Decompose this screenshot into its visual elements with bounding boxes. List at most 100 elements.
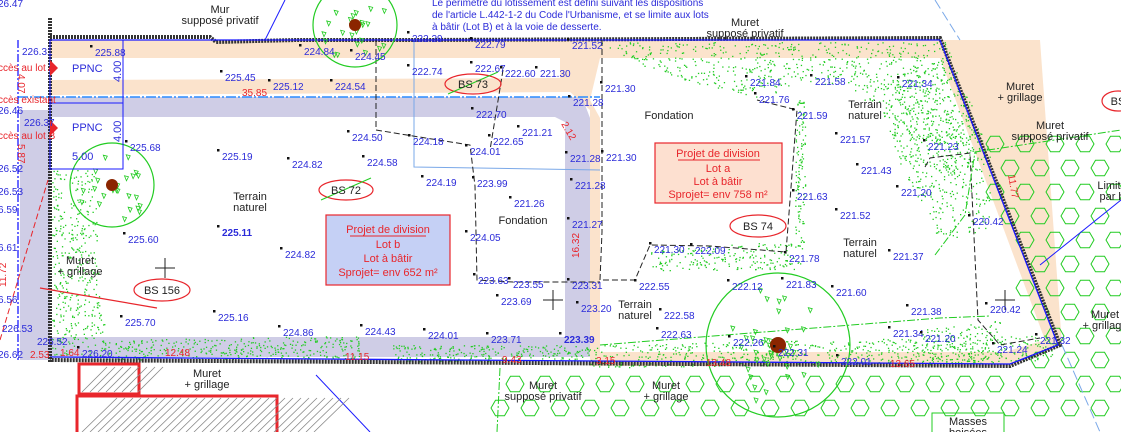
survey-point-icon [496, 294, 499, 297]
vegetation-dot [778, 246, 780, 248]
parcel-label[interactable]: BS 74 [729, 214, 787, 238]
vegetation-dot [935, 136, 937, 138]
vegetation-dot [87, 213, 89, 216]
vegetation-dot [998, 360, 1000, 362]
parcel-label[interactable]: BS 73 [444, 71, 502, 95]
vegetation-dot [969, 101, 971, 103]
vegetation-dot [976, 198, 978, 200]
vegetation-dot [795, 246, 797, 248]
vegetation-dot [897, 124, 899, 127]
vegetation-dot [708, 254, 710, 256]
vegetation-dot [935, 148, 937, 150]
vegetation-dot [783, 353, 785, 355]
vegetation-dot [705, 250, 708, 252]
vegetation-dot [990, 353, 992, 355]
vegetation-dot [810, 80, 812, 83]
vegetation-dot [990, 339, 992, 341]
vegetation-dot [739, 52, 741, 55]
vegetation-dot [728, 58, 730, 60]
vegetation-dot [947, 340, 949, 343]
parcel-label[interactable]: BS 156 [133, 278, 191, 302]
vegetation-dot [720, 57, 722, 59]
vegetation-dot [90, 277, 92, 279]
survey-point-icon [568, 95, 571, 98]
vegetation-dot [144, 355, 147, 357]
survey-point-icon [784, 251, 787, 254]
vegetation-dot [671, 255, 673, 257]
vegetation-dot [924, 163, 927, 165]
vegetation-dot [866, 76, 868, 78]
survey-point-icon [856, 163, 859, 166]
vegetation-dot [767, 357, 769, 359]
vegetation-dot [641, 356, 643, 358]
parcel-ellipse [133, 278, 191, 302]
vegetation-dot [964, 345, 966, 347]
vegetation-dot [762, 54, 764, 56]
vegetation-dot [679, 43, 681, 45]
spot-height: 223.71 [491, 335, 522, 346]
vegetation-dot [94, 344, 97, 346]
vegetation-dot [792, 58, 795, 61]
lot-b-box[interactable]: Projet de division Lot b Lot à bâtir Spr… [325, 214, 451, 286]
vegetation-dot [913, 96, 915, 98]
vegetation-dot [978, 198, 980, 200]
vegetation-dot [96, 273, 98, 275]
vegetation-dot [970, 190, 972, 192]
vegetation-dot [71, 294, 73, 296]
vegetation-dot [711, 47, 713, 49]
vegetation-dot [943, 140, 945, 143]
vegetation-dot [700, 250, 703, 252]
vegetation-dot [702, 46, 704, 48]
vegetation-dot [929, 112, 932, 114]
vegetation-dot [664, 65, 666, 67]
vegetation-dot [975, 152, 977, 154]
vegetation-dot [948, 78, 950, 81]
parcel-label[interactable]: BS 72 [318, 177, 374, 201]
hexagon-hatch [1030, 255, 1050, 273]
vegetation-dot [895, 118, 897, 120]
vegetation-dot [648, 49, 651, 51]
vegetation-dot [950, 112, 952, 114]
vegetation-dot [993, 335, 996, 337]
vegetation-dot [241, 349, 243, 351]
vegetation-dot [917, 176, 919, 178]
vegetation-dot [827, 75, 829, 77]
vegetation-dot [69, 269, 71, 271]
vegetation-dot [793, 257, 795, 259]
lot-a-box[interactable]: Projet de division Lot a Lot à bâtir Spr… [654, 142, 783, 204]
vegetation-dot [760, 53, 762, 56]
vegetation-dot [80, 305, 82, 307]
vegetation-dot [956, 236, 958, 238]
vegetation-dot [104, 324, 106, 326]
hatch-line [185, 397, 222, 432]
vegetation-dot [904, 158, 906, 160]
vegetation-dot [288, 337, 290, 340]
leaf-mark [350, 12, 356, 20]
vegetation-dot [913, 107, 915, 109]
vegetation-dot [926, 172, 928, 174]
vegetation-dot [899, 52, 901, 54]
vegetation-dot [715, 54, 717, 56]
vegetation-dot [871, 52, 873, 55]
vegetation-dot [880, 88, 883, 90]
vegetation-dot [875, 55, 877, 57]
note-line-1: Le périmètre du lotissement est défini s… [432, 0, 703, 9]
vegetation-dot [661, 265, 664, 267]
parcel-label[interactable]: BS [1101, 90, 1121, 112]
vegetation-dot [719, 350, 721, 353]
vegetation-dot [86, 338, 88, 340]
vegetation-dot [925, 176, 927, 178]
vegetation-dot [900, 56, 902, 58]
hatch-line [257, 397, 294, 432]
vegetation-dot [932, 155, 934, 157]
vegetation-dot [972, 348, 974, 350]
vegetation-dot [324, 342, 327, 344]
vegetation-dot [903, 147, 905, 149]
vegetation-dot [716, 269, 718, 271]
vegetation-dot [85, 250, 87, 253]
vegetation-dot [556, 354, 558, 357]
leaf-mark [339, 29, 346, 37]
spot-height: 221.34 [902, 79, 933, 90]
vegetation-dot [691, 77, 693, 79]
vegetation-dot [922, 45, 925, 47]
